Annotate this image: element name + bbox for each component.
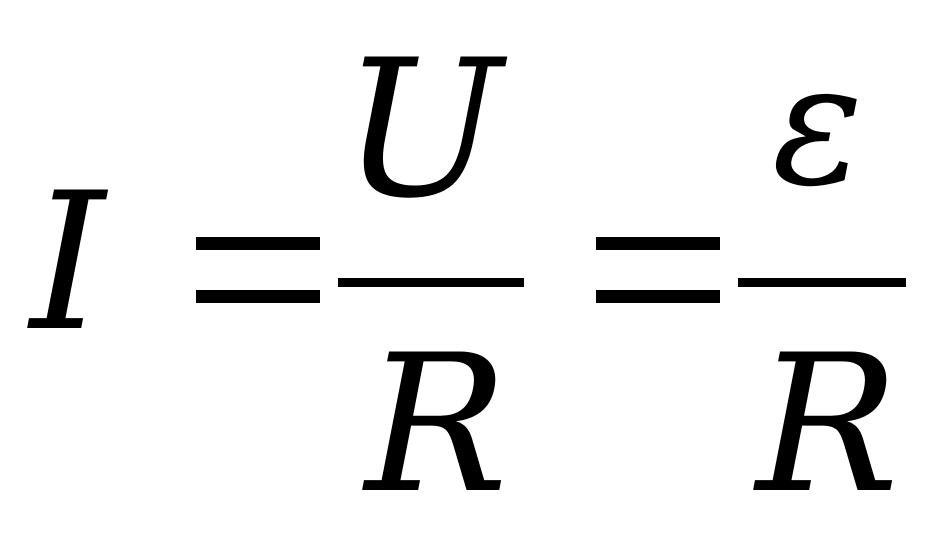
fraction-bar-2 [738, 278, 906, 287]
voltage-symbol: U [342, 19, 503, 240]
equals-sign-2 [596, 237, 720, 303]
resistance-symbol-1: R [365, 314, 509, 535]
equals-bar-top [596, 237, 720, 250]
emf-symbol: ε [772, 26, 864, 224]
equals-bar-bottom [596, 290, 720, 303]
fraction-bar-1 [338, 278, 524, 287]
resistance-symbol-2: R [756, 314, 900, 535]
equals-bar-bottom [196, 290, 320, 303]
equals-sign-1 [196, 237, 320, 303]
current-symbol: I [30, 152, 106, 373]
equals-bar-top [196, 237, 320, 250]
